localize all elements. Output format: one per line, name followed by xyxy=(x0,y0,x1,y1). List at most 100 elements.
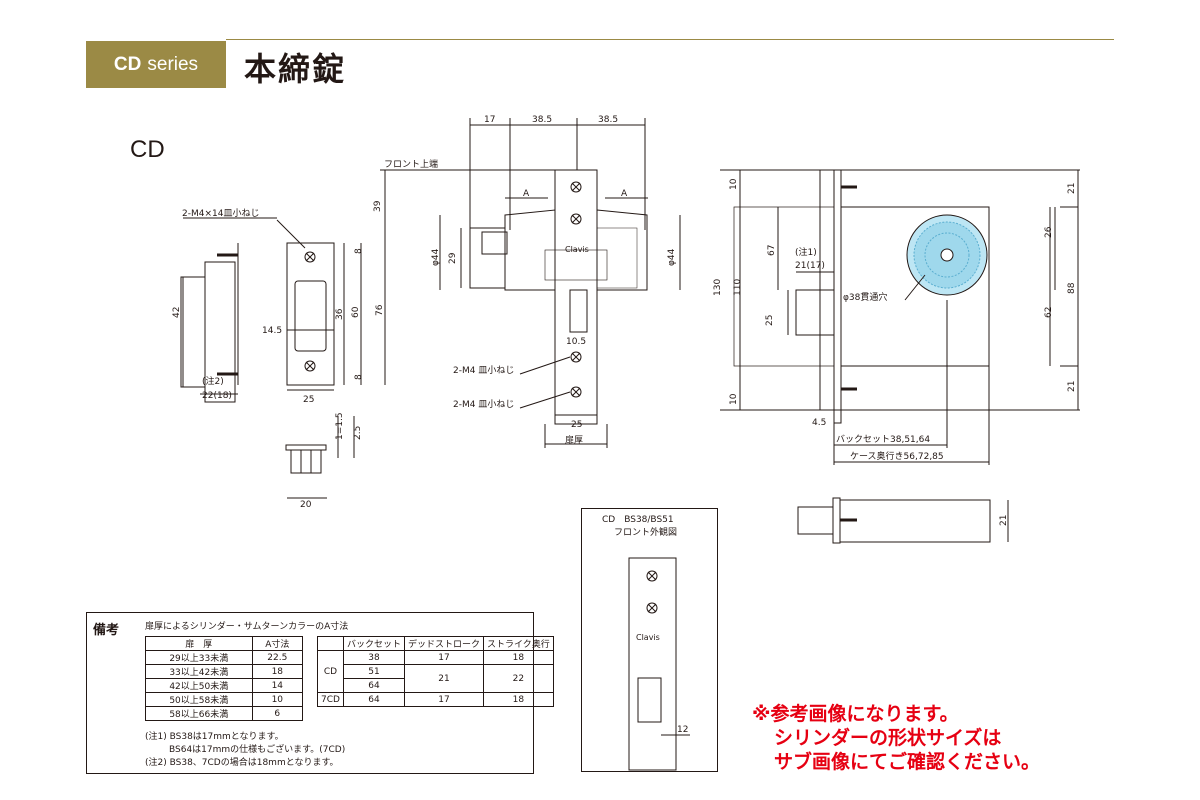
dim-21-b: 21 xyxy=(1067,381,1077,392)
dim-26: 26 xyxy=(1044,226,1054,238)
strike-section-drawing xyxy=(285,416,355,499)
table-cell: 29以上33未満 xyxy=(145,650,253,665)
dim-42: 42 xyxy=(172,307,182,318)
front-exterior-window xyxy=(637,677,662,723)
strike-screw-hole-bottom xyxy=(304,360,316,372)
model-label: CD xyxy=(130,136,165,163)
table-cell: 22 xyxy=(482,664,554,693)
dim-76: 76 xyxy=(375,304,385,316)
label-through-hole: φ38貫通穴 xyxy=(843,291,887,303)
footnote-2: BS64は17mmの仕様もございます。(7CD) xyxy=(169,745,346,755)
dim-17: 17 xyxy=(484,115,495,125)
table-row: 58以上66未満 6 xyxy=(145,706,304,721)
strike-plate-drawing xyxy=(180,170,386,403)
table-cell: 38 xyxy=(342,650,405,665)
dim-38-5-a: 38.5 xyxy=(532,115,552,125)
table-cell: 22.5 xyxy=(251,650,304,665)
strike-plate-front xyxy=(286,242,335,386)
dim-14-5: 14.5 xyxy=(262,326,282,336)
table-cell: 51 xyxy=(342,664,405,679)
lock-front-drawing xyxy=(380,118,681,448)
front-view-title-1: CD BS38/BS51 xyxy=(602,515,674,525)
dim-44-b: φ44 xyxy=(667,248,677,266)
front-exterior-plate xyxy=(628,557,677,771)
table-cell: 58以上66未満 xyxy=(145,706,253,721)
label-screw-m4-2: 2-M4 皿小ねじ xyxy=(453,399,514,410)
notes-label: 備考 xyxy=(93,623,120,638)
dim-8-a: 8 xyxy=(354,248,364,254)
table-cell: 18 xyxy=(251,664,304,679)
front-view-dim: 12 xyxy=(677,725,688,735)
dim-29: 29 xyxy=(448,252,458,264)
left-collar xyxy=(469,227,506,289)
strike-screw-hole-top xyxy=(304,251,316,263)
dim-A-2: A xyxy=(621,189,628,199)
dim-39: 39 xyxy=(373,200,383,212)
backset-table: バックセット デッドストローク ストライク奥行 CD 38 17 18 51 2… xyxy=(317,636,554,707)
table-a-header: A寸法 xyxy=(251,636,304,651)
dim-130: 130 xyxy=(713,279,723,296)
label-note1: (注1) xyxy=(795,246,817,258)
dim-60: 60 xyxy=(351,306,361,318)
right-collar xyxy=(596,227,638,289)
dim-110: 110 xyxy=(733,279,743,296)
table-b-header: デッドストローク xyxy=(403,636,484,651)
side-front-plate xyxy=(833,169,842,424)
notes-heading: 扉厚によるシリンダー・サムターンカラーのA寸法 xyxy=(145,622,349,632)
label-note2-value: 22(18) xyxy=(202,391,232,401)
remark-line-1: ※参考画像になります。 xyxy=(752,703,959,725)
table-b-header: バックセット xyxy=(342,636,405,651)
bolt-bottom-plate xyxy=(832,497,841,544)
case-outline-left xyxy=(733,206,835,367)
table-cell: 17 xyxy=(403,692,484,707)
table-cell: 50以上58未満 xyxy=(145,692,253,707)
dim-20: 20 xyxy=(300,500,312,510)
front-view-title-2: フロント外観図 xyxy=(614,526,677,538)
label-note2: (注2) xyxy=(202,375,224,387)
front-exterior-drawing xyxy=(628,557,690,771)
table-cell: 64 xyxy=(342,678,405,693)
series-code: CD xyxy=(113,53,142,75)
lock-faceplate xyxy=(554,169,598,425)
table-row: 42以上50未満 14 xyxy=(145,678,304,693)
bolt-side xyxy=(795,289,835,336)
strike-section-plate xyxy=(285,444,327,451)
remark-line-3: サブ画像にてご確認ください。 xyxy=(774,751,1041,773)
table-cell: 6 xyxy=(251,706,304,721)
table-a-header: 扉 厚 xyxy=(145,636,253,651)
strike-body-side xyxy=(204,261,236,403)
dim-25-c: 25 xyxy=(765,315,775,326)
dim-1-5: 1=1.5 xyxy=(335,412,345,440)
case-body xyxy=(840,206,990,367)
door-thickness-table: 扉 厚 A寸法 29以上33未満 22.5 33以上42未満 18 42以上50… xyxy=(145,636,304,721)
table-cell: 17 xyxy=(403,650,484,665)
front-view-brand: Clavis xyxy=(636,633,660,642)
bolt-bottom-case xyxy=(839,499,991,543)
table-row: 33以上42未満 18 xyxy=(145,664,304,679)
strike-slot xyxy=(294,280,327,352)
bolt-bottom-body xyxy=(797,506,834,535)
table-cell: 42以上50未満 xyxy=(145,678,253,693)
deadbolt-window xyxy=(569,289,588,333)
lock-center-band xyxy=(544,249,608,281)
label-screw-m4-1: 2-M4 皿小ねじ xyxy=(453,365,514,376)
dim-62: 62 xyxy=(1044,307,1054,318)
table-cell: 14 xyxy=(251,678,304,693)
dim-10-5: 10.5 xyxy=(566,337,586,347)
dim-8-b: 8 xyxy=(354,374,364,380)
table-cell: 7CD xyxy=(317,692,344,707)
table-cell: 21 xyxy=(403,664,484,693)
label-door-thickness: 扉厚 xyxy=(565,434,583,446)
label-screw-note: 2-M4×14皿小ねじ xyxy=(182,208,259,219)
table-b-header: ストライク奥行 xyxy=(482,636,554,651)
dim-2-5: 2.5 xyxy=(353,426,363,440)
series-tag: CD series xyxy=(86,41,226,88)
table-cell: 64 xyxy=(342,692,405,707)
footnote-3: (注2) BS38、7CDの場合は18mmとなります。 xyxy=(145,758,339,768)
left-thumb xyxy=(481,231,508,255)
dim-25-b: 25 xyxy=(571,420,582,430)
label-backset: バックセット38,51,64 xyxy=(836,434,930,445)
strike-box-side xyxy=(180,276,206,388)
reference-remark: ※参考画像になります。 シリンダーの形状サイズは サブ画像にてご確認ください。 xyxy=(752,702,1040,774)
dim-A-1: A xyxy=(523,189,530,199)
